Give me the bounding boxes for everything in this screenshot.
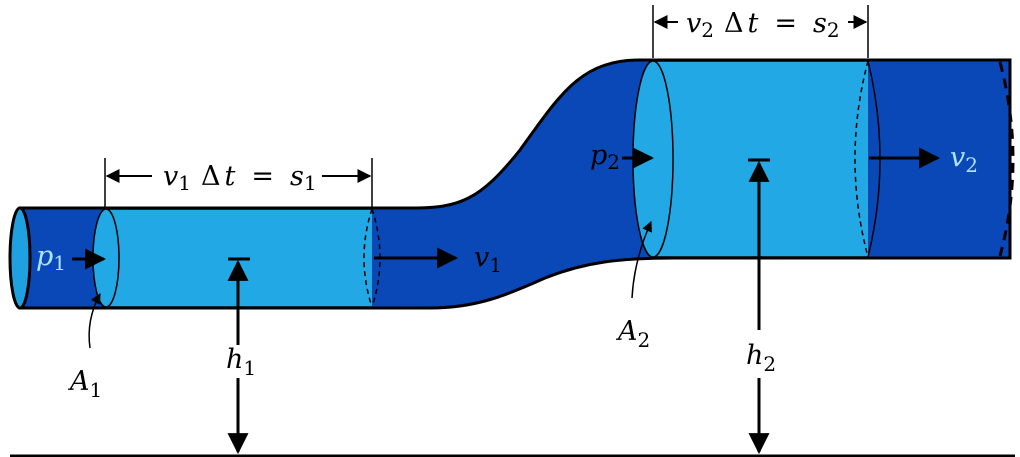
h1-label: h1 [226,344,256,380]
v1-label: v1 [474,242,502,277]
p1-label: p1 [36,241,66,275]
fluid-face-1-front [363,208,373,308]
A1-pointer [88,293,101,349]
A1-label: A1 [67,366,102,402]
v2-label: v2 [950,142,978,177]
p2-label: p2 [590,140,620,174]
pipe-inlet-opening [8,206,32,310]
pipe-outlet-rim [998,61,1015,257]
A2-pointer [631,221,652,299]
h2-label: h2 [746,340,776,376]
fluid-face-2-front [854,60,869,258]
A2-label: A2 [615,316,650,352]
